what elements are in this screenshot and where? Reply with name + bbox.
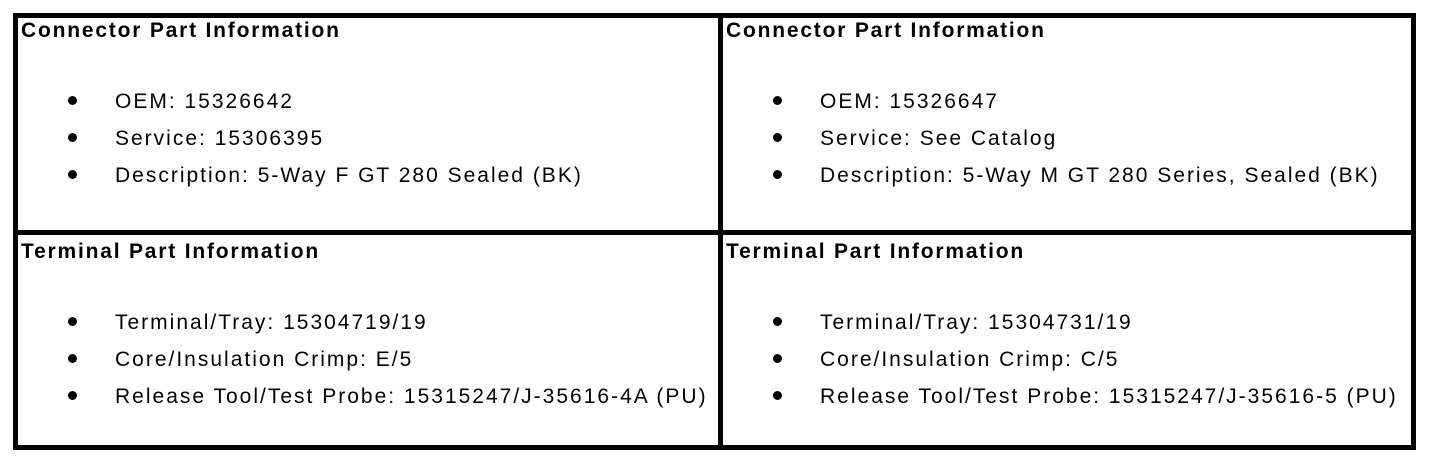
terminal-part-info-cell-right: Terminal Part Information Terminal/Tray:… — [723, 235, 1411, 445]
list-item-description: Description: 5-Way F GT 280 Sealed (BK) — [21, 157, 718, 194]
column-divider — [718, 235, 723, 445]
column-divider — [718, 18, 723, 230]
list-item-service: Service: See Catalog — [726, 120, 1411, 157]
list-item-oem: OEM: 15326647 — [726, 83, 1411, 120]
bullet-list: OEM: 15326647 Service: See Catalog Descr… — [726, 83, 1411, 194]
connector-part-info-cell-right: Connector Part Information OEM: 15326647… — [723, 18, 1411, 230]
cell-title: Connector Part Information — [726, 19, 1046, 42]
row-divider — [18, 230, 1411, 235]
list-item-terminal-tray: Terminal/Tray: 15304719/19 — [21, 304, 718, 341]
cell-title: Terminal Part Information — [726, 240, 1025, 263]
list-item-crimp: Core/Insulation Crimp: E/5 — [21, 341, 718, 378]
terminal-part-info-cell-left: Terminal Part Information Terminal/Tray:… — [18, 235, 718, 445]
connector-part-info-cell-left: Connector Part Information OEM: 15326642… — [18, 18, 718, 230]
cell-title: Terminal Part Information — [21, 240, 320, 263]
list-item-terminal-tray: Terminal/Tray: 15304731/19 — [726, 304, 1411, 341]
bullet-list: Terminal/Tray: 15304731/19 Core/Insulati… — [726, 304, 1411, 415]
list-item-description: Description: 5-Way M GT 280 Series, Seal… — [726, 157, 1411, 194]
bullet-list: Terminal/Tray: 15304719/19 Core/Insulati… — [21, 304, 718, 415]
list-item-release-tool: Release Tool/Test Probe: 15315247/J-3561… — [21, 378, 718, 415]
list-item-service: Service: 15306395 — [21, 120, 718, 157]
bullet-list: OEM: 15326642 Service: 15306395 Descript… — [21, 83, 718, 194]
list-item-oem: OEM: 15326642 — [21, 83, 718, 120]
cell-title: Connector Part Information — [21, 19, 341, 42]
parts-info-table: Connector Part Information OEM: 15326642… — [13, 13, 1416, 450]
list-item-release-tool: Release Tool/Test Probe: 15315247/J-3561… — [726, 378, 1411, 415]
list-item-crimp: Core/Insulation Crimp: C/5 — [726, 341, 1411, 378]
